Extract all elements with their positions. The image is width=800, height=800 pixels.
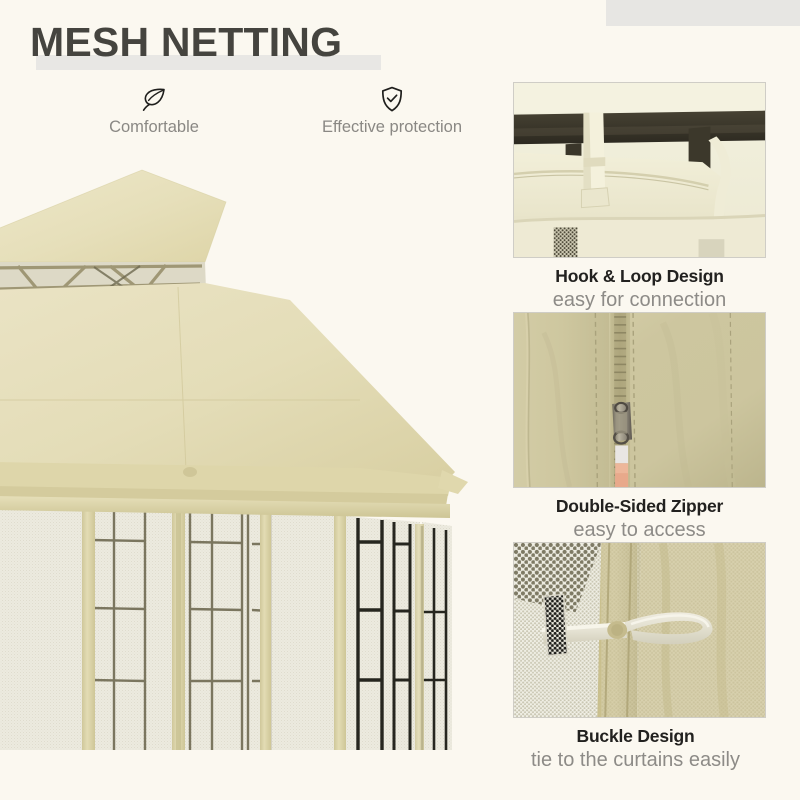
top-right-accent-band <box>606 0 800 26</box>
gazebo-product-photo <box>0 150 490 750</box>
card-subtitle: tie to the curtains easily <box>531 749 740 771</box>
feature-comfortable: Comfortable <box>64 86 244 137</box>
page-title-block: MESH NETTING <box>30 14 470 74</box>
page-title: MESH NETTING <box>30 19 343 65</box>
feature-label: Effective protection <box>321 118 463 136</box>
card-subtitle: easy to access <box>573 519 706 541</box>
title-highlight-bar <box>36 55 381 70</box>
double-sided-zipper-photo <box>513 312 766 488</box>
feature-label: Comfortable <box>109 118 199 136</box>
feature-card-zipper: Double-Sided Zipper easy to access <box>513 312 766 542</box>
feature-card-buckle: Buckle Design tie to the curtains easily <box>505 542 766 772</box>
feature-effective-protection: Effective protection <box>296 86 488 137</box>
card-title: Buckle Design <box>576 726 695 746</box>
feature-card-hook-and-loop: Hook & Loop Design easy for connection <box>513 82 766 312</box>
card-title: Double-Sided Zipper <box>555 496 724 516</box>
card-subtitle: easy for connection <box>552 289 727 311</box>
buckle-strap-photo <box>513 542 766 718</box>
hook-and-loop-strap-photo <box>513 82 766 258</box>
feature-row: Comfortable Effective protection <box>28 86 478 146</box>
leaf-icon <box>64 86 244 112</box>
card-title: Hook & Loop Design <box>555 266 724 286</box>
shield-check-icon <box>296 86 488 112</box>
